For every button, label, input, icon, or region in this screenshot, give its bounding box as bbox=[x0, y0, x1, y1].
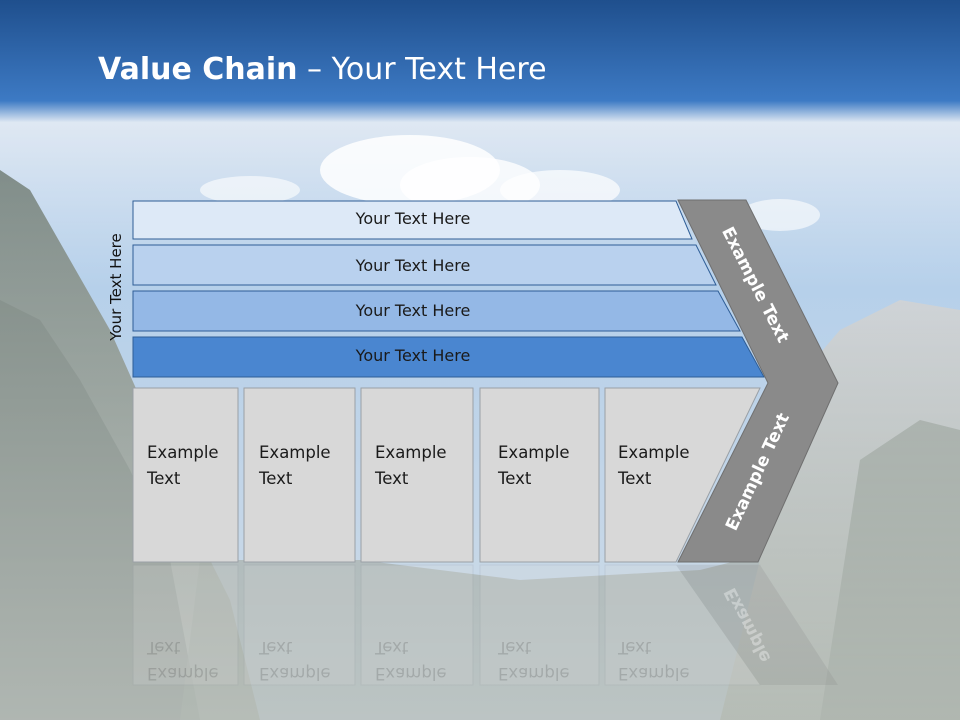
title-rest: – Your Text Here bbox=[297, 52, 547, 87]
column-label-line2: Text bbox=[147, 469, 181, 488]
reflection-line2: Text bbox=[259, 638, 293, 657]
column-label-line1: Example bbox=[375, 443, 447, 462]
column-reflection bbox=[479, 564, 600, 686]
reflection-line1: Example bbox=[618, 664, 690, 683]
band-label-4: Your Text Here bbox=[355, 346, 471, 365]
column-label-reflection: Example Text bbox=[498, 634, 598, 686]
column-label-line1: Example bbox=[498, 443, 570, 462]
band-4 bbox=[132, 336, 765, 378]
reflection-group bbox=[132, 564, 838, 686]
column-reflection bbox=[243, 564, 356, 686]
band-2 bbox=[132, 244, 717, 286]
column-label-line2: Text bbox=[259, 469, 293, 488]
reflection-line2: Text bbox=[618, 638, 652, 657]
band-label-3: Your Text Here bbox=[355, 301, 471, 320]
chevron-arrow bbox=[677, 199, 839, 563]
column-reflection bbox=[132, 564, 239, 686]
column-reflection bbox=[360, 564, 474, 686]
column-label-line2: Text bbox=[498, 469, 532, 488]
column-label-reflection: Example Text bbox=[375, 634, 475, 686]
reflection-line1: Example bbox=[147, 664, 219, 683]
column-label-line1: Example bbox=[618, 443, 690, 462]
column-box-3 bbox=[360, 387, 474, 563]
column-box-2 bbox=[243, 387, 356, 563]
column-box-5 bbox=[604, 387, 761, 563]
reflection-line1: Example bbox=[259, 664, 331, 683]
column-label-line1: Example bbox=[259, 443, 331, 462]
title-bold: Value Chain bbox=[98, 52, 298, 87]
band-label-2: Your Text Here bbox=[355, 256, 471, 275]
column-label-line1: Example bbox=[147, 443, 219, 462]
band-label-1: Your Text Here bbox=[355, 209, 471, 228]
column-box-1 bbox=[132, 387, 239, 563]
column-label-reflection: Example Text bbox=[259, 634, 359, 686]
column-label-line2: Text bbox=[618, 469, 652, 488]
column-label-reflection: Example Text bbox=[618, 634, 718, 686]
column-label-reflection: Example Text bbox=[147, 634, 247, 686]
column-box-4 bbox=[479, 387, 600, 563]
reflection-line2: Text bbox=[147, 638, 181, 657]
band-1 bbox=[132, 200, 693, 240]
reflection-line1: Example bbox=[498, 664, 570, 683]
column-label-line2: Text bbox=[375, 469, 409, 488]
slide-title: Value Chain – Your Text Here bbox=[98, 52, 547, 87]
reflection-line2: Text bbox=[375, 638, 409, 657]
column-reflection bbox=[604, 564, 761, 686]
arrow-reflection bbox=[676, 565, 838, 685]
reflection-line1: Example bbox=[375, 664, 447, 683]
reflection-line2: Text bbox=[498, 638, 532, 657]
band-3 bbox=[132, 290, 741, 332]
